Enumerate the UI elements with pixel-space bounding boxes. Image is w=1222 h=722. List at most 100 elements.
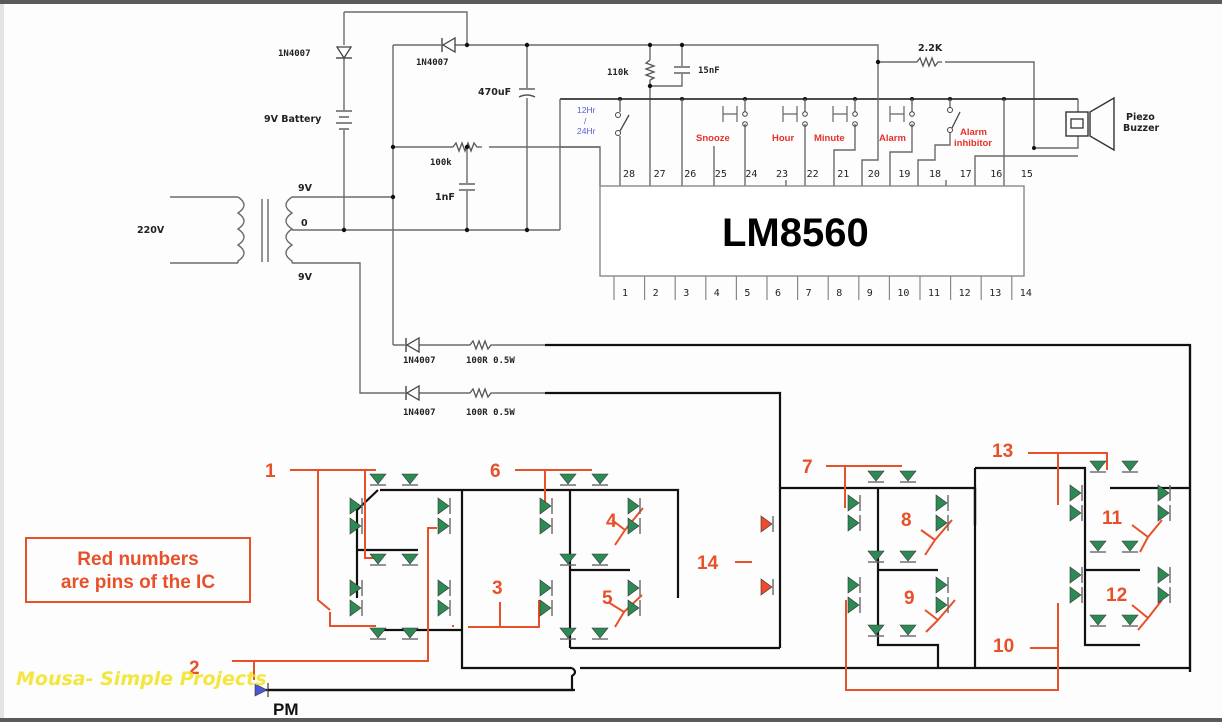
driver-res-1-label: 100R 0.5W — [466, 356, 515, 366]
led-icon — [868, 471, 884, 482]
led-icon — [1090, 461, 1106, 472]
led-icon — [1158, 587, 1170, 603]
ic-pin-26: 26 — [684, 169, 696, 180]
pin-label-6: 6 — [490, 461, 501, 482]
led-icon — [868, 551, 884, 562]
piezo-buzzer-icon — [1066, 98, 1114, 150]
minute-label: Minute — [814, 133, 845, 144]
ic-pin-9: 9 — [867, 288, 873, 299]
led-icon — [560, 474, 576, 485]
led-icon — [848, 515, 860, 531]
driver-res-2-icon — [470, 389, 496, 397]
led-icon — [761, 516, 773, 532]
inhibitor-label-2: inhibitor — [954, 138, 992, 149]
led-icon — [402, 554, 418, 565]
ic-pin-24: 24 — [745, 169, 757, 180]
ic-pin-28: 28 — [623, 169, 635, 180]
led-icon — [936, 515, 948, 531]
led-icon — [592, 628, 608, 639]
mode-label-1: 12Hr — [577, 105, 596, 115]
driver-res-2-label: 100R 0.5W — [466, 408, 515, 418]
led-icon — [1090, 615, 1106, 626]
pin-label-14: 14 — [697, 553, 719, 574]
led-icon — [592, 554, 608, 565]
res-buzzer-label: 2.2K — [918, 43, 943, 54]
pin-label-9: 9 — [904, 588, 915, 609]
pin-label-4: 4 — [606, 511, 617, 532]
pin-label-3: 3 — [492, 578, 503, 599]
hour-label: Hour — [772, 133, 794, 144]
cap-main-label: 470uF — [478, 87, 511, 98]
led-icon — [900, 471, 916, 482]
secondary-bottom-label: 9V — [298, 272, 313, 283]
mode-label-3: 24Hr — [577, 126, 596, 136]
led-icon — [848, 577, 860, 593]
pin-label-11: 11 — [1102, 508, 1123, 529]
ic-pin-7: 7 — [806, 288, 812, 299]
ic-pin-25: 25 — [715, 169, 727, 180]
led-icon — [1122, 541, 1138, 552]
pin-label-5: 5 — [602, 588, 613, 609]
diode-battery-icon — [337, 47, 351, 58]
mode-label-2: / — [584, 116, 587, 126]
segment-leds — [350, 461, 1170, 639]
led-icon — [1158, 505, 1170, 521]
led-icon — [900, 551, 916, 562]
ic-pin-18: 18 — [929, 169, 941, 180]
ic-pin-19: 19 — [898, 169, 910, 180]
led-icon — [560, 628, 576, 639]
ic-pin-4: 4 — [714, 288, 720, 299]
display-wiring — [260, 345, 1190, 690]
ic-pin-14: 14 — [1020, 288, 1032, 299]
res-timing-label: 110k — [607, 68, 629, 78]
ic-pin-10: 10 — [897, 288, 909, 299]
ic-pin-11: 11 — [928, 288, 940, 299]
led-icon — [370, 554, 386, 565]
led-icon — [1070, 567, 1082, 583]
ic-pin-6: 6 — [775, 288, 781, 299]
driver-diode-2-icon — [407, 386, 419, 400]
led-icon — [540, 518, 552, 534]
diode-main-label: 1N4007 — [416, 58, 449, 68]
led-icon — [936, 495, 948, 511]
diode-main-icon — [443, 38, 455, 52]
pin-note-line-2: are pins of the IC — [27, 571, 249, 594]
ic-pin-17: 17 — [960, 169, 972, 180]
led-icon — [370, 474, 386, 485]
ic-pin-15: 15 — [1021, 169, 1033, 180]
led-icon — [540, 580, 552, 596]
led-icon — [592, 474, 608, 485]
ic-pin-23: 23 — [776, 169, 788, 180]
pin-label-13: 13 — [992, 441, 1013, 462]
ic-bottom-pins: 1234567891011121314 — [614, 276, 1032, 300]
res-2k2-icon — [917, 58, 942, 66]
led-icon — [761, 579, 773, 595]
alarm-label: Alarm — [879, 133, 906, 144]
led-icon — [370, 628, 386, 639]
ic-pin-16: 16 — [990, 169, 1002, 180]
led-icon — [1070, 505, 1082, 521]
ic-pin-20: 20 — [868, 169, 880, 180]
led-icon — [560, 554, 576, 565]
buzzer-label-1: Piezo — [1126, 112, 1155, 123]
ic-top-pins: 2827262524232221201918171615 — [623, 169, 1033, 180]
driver-diode-2-label: 1N4007 — [403, 408, 436, 418]
ic-pin-12: 12 — [959, 288, 971, 299]
ic-pin-2: 2 — [653, 288, 659, 299]
pin-label-10: 10 — [993, 636, 1014, 657]
led-icon — [628, 580, 640, 596]
driver-diode-1-label: 1N4007 — [403, 356, 436, 366]
led-icon — [1122, 461, 1138, 472]
led-icon — [402, 628, 418, 639]
cap-osc-label: 1nF — [435, 192, 455, 203]
pm-label: PM — [273, 700, 299, 720]
led-icon — [1070, 587, 1082, 603]
led-icon — [868, 625, 884, 636]
diode-battery-label: 1N4007 — [278, 49, 311, 59]
pm-led-icon — [255, 683, 575, 697]
led-icon — [628, 498, 640, 514]
ic-pin-5: 5 — [744, 288, 750, 299]
snooze-label: Snooze — [696, 133, 730, 144]
